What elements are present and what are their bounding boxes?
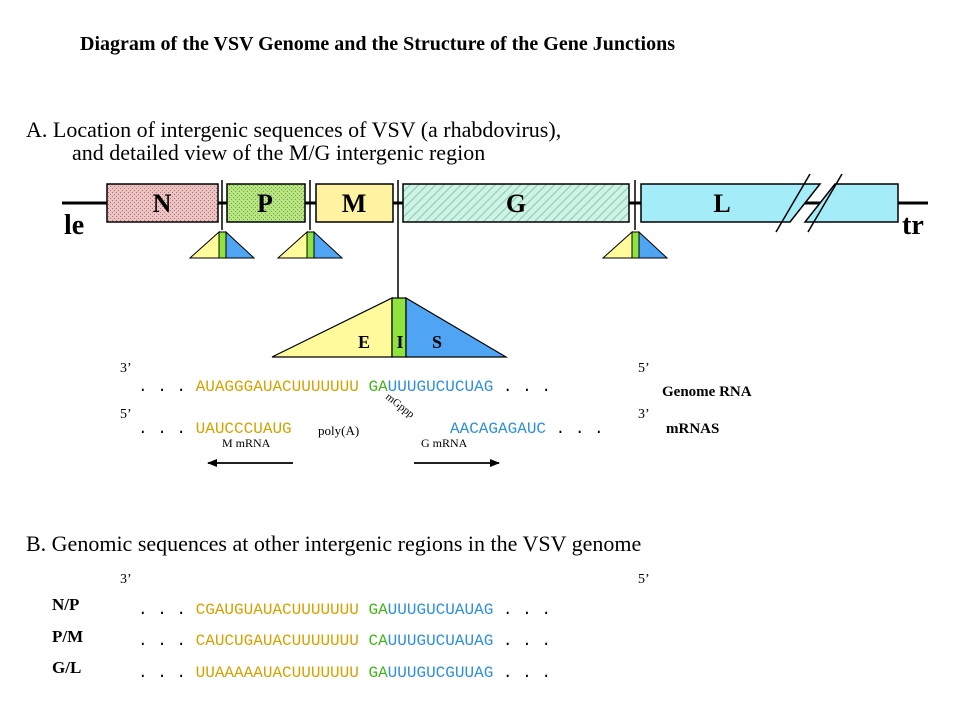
mrna-dots-right: . . . xyxy=(556,420,604,438)
mrna-label: mRNAS xyxy=(666,421,719,437)
junction-pm-intergenic xyxy=(306,231,315,259)
row-gene-end-seq: CGAUGUAUACUUUUUUU xyxy=(196,601,359,619)
junction-np-intergenic xyxy=(218,231,227,259)
junction-pm-gene-start xyxy=(313,230,344,259)
section-b-3prime: 3’ xyxy=(120,572,132,587)
gene-l-box-right xyxy=(803,183,899,223)
genome-sequence-line: . . . AUAGGGAUACUUUUUUU GAUUUGUCUCUAG . … xyxy=(138,378,551,396)
junction-pm-gene-end xyxy=(276,230,308,259)
row-gene-end-seq: UUAAAAAUACUUUUUUU xyxy=(196,664,359,682)
row-sequence: . . . CAUCUGAUACUUUUUUU CAUUUGUCUAUAG . … xyxy=(138,632,551,650)
row-gene-start-seq: UUUGUCUAUAG xyxy=(388,632,494,650)
leader-label: le xyxy=(64,210,84,241)
section-b-heading: B. Genomic sequences at other intergenic… xyxy=(26,531,641,556)
g-mrna-label: G mRNA xyxy=(421,436,468,450)
row-intergenic-seq: CA xyxy=(368,632,388,650)
junction-np xyxy=(188,230,256,259)
gene-l-box-left xyxy=(640,183,822,223)
junction-gl-intergenic xyxy=(631,231,640,259)
label-i: I xyxy=(396,332,403,352)
row-dots-right: . . . xyxy=(503,664,551,682)
row-dots-right: . . . xyxy=(503,601,551,619)
mrna-3prime: 3’ xyxy=(638,407,650,422)
row-dots-left: . . . xyxy=(138,601,186,619)
mrna-m-seq: UAUCCCUAUG xyxy=(196,420,292,438)
junction-np-gene-end xyxy=(188,230,220,259)
sequence-row-pm: P/M . . . CAUCUGAUACUUUUUUU CAUUUGUCUAUA… xyxy=(52,627,551,650)
row-gene-start-seq: UUUGUCUAUAG xyxy=(388,601,494,619)
genome-rna-sequence: 3’ 5’ . . . AUAGGGAUACUUUUUUU GAUUUGUCUC… xyxy=(120,361,752,400)
mrna-arrows: M mRNA G mRNA xyxy=(207,436,500,467)
gene-n-box xyxy=(106,183,219,223)
genome-intergenic-seq: GA xyxy=(368,378,388,396)
row-intergenic-seq: GA xyxy=(368,601,388,619)
row-sequence: . . . UUAAAAAUACUUUUUUU GAUUUGUCGUUAG . … xyxy=(138,664,551,682)
row-label: P/M xyxy=(52,627,83,646)
sequence-row-np: N/P . . . CGAUGUAUACUUUUUUU GAUUUGUCUAUA… xyxy=(52,595,551,619)
genome-gene-start-seq: UUUGUCUCUAG xyxy=(388,378,494,396)
gene-g-box xyxy=(402,183,630,223)
mrna-sequence: 5’ 3’ . . . UAUCCCUAUG poly(A) mGppp AAC… xyxy=(120,391,719,438)
row-sequence: . . . CGAUGUAUACUUUUUUU GAUUUGUCUAUAG . … xyxy=(138,601,551,619)
row-label: N/P xyxy=(52,595,79,614)
gene-n: N xyxy=(106,183,219,223)
row-dots-left: . . . xyxy=(138,632,186,650)
junction-gl-gene-start xyxy=(638,230,669,259)
section-a-heading-line1: A. Location of intergenic sequences of V… xyxy=(26,117,561,142)
label-s: S xyxy=(432,332,442,352)
gene-p-box xyxy=(226,183,306,223)
junction-pm xyxy=(276,230,344,259)
row-dots-left: . . . xyxy=(138,664,186,682)
junction-mg-gene-start xyxy=(405,296,509,358)
break-mark-2 xyxy=(807,173,843,233)
row-intergenic-seq: GA xyxy=(368,664,388,682)
genome-map: N P M G L le tr xyxy=(62,173,928,298)
mrna-m-line: . . . UAUCCCUAUG xyxy=(138,420,292,438)
mrna-5prime: 5’ xyxy=(120,407,132,422)
gene-g: G xyxy=(402,183,630,223)
junction-gl-gene-end xyxy=(601,230,633,259)
mrna-dots-left: . . . xyxy=(138,420,186,438)
genome-rna-label: Genome RNA xyxy=(662,384,752,400)
row-gene-end-seq: CAUCUGAUACUUUUUUU xyxy=(196,632,359,650)
mrna-g-seq: AACAGAGAUC xyxy=(450,420,546,438)
polya-label: poly(A) xyxy=(318,423,359,438)
break-mark-1 xyxy=(775,173,811,233)
trailer-label: tr xyxy=(902,210,924,241)
m-mrna-label: M mRNA xyxy=(222,436,271,450)
label-e: E xyxy=(358,332,370,352)
genome-gene-end-seq: AUAGGGAUACUUUUUUU xyxy=(196,378,359,396)
gene-g-label: G xyxy=(506,189,526,218)
junction-np-gene-start xyxy=(225,230,256,259)
row-label: G/L xyxy=(52,658,81,677)
section-a-heading-line2: and detailed view of the M/G intergenic … xyxy=(72,140,485,165)
genome-dots-right: . . . xyxy=(503,378,551,396)
genome-5prime: 5’ xyxy=(638,361,650,376)
mrna-g-line: AACAGAGAUC . . . xyxy=(450,420,604,438)
junction-mg-gene-end xyxy=(271,297,393,358)
junction-gl xyxy=(601,230,669,259)
genome-3prime: 3’ xyxy=(120,361,132,376)
gene-m-box xyxy=(315,183,394,223)
page-title: Diagram of the VSV Genome and the Struct… xyxy=(80,33,675,55)
gene-n-label: N xyxy=(153,189,172,218)
row-dots-right: . . . xyxy=(503,632,551,650)
junction-mg-detail: E I S xyxy=(271,296,509,358)
genome-dots-left: . . . xyxy=(138,378,186,396)
gene-m-label: M xyxy=(342,189,367,218)
gene-l: L xyxy=(640,173,899,233)
gene-p-label: P xyxy=(257,189,273,218)
gene-l-label: L xyxy=(713,189,730,218)
gene-p: P xyxy=(226,183,306,223)
sequence-row-gl: G/L . . . UUAAAAAUACUUUUUUU GAUUUGUCGUUA… xyxy=(52,658,551,682)
gene-m: M xyxy=(315,183,394,223)
section-b-5prime: 5’ xyxy=(638,572,650,587)
row-gene-start-seq: UUUGUCGUUAG xyxy=(388,664,494,682)
